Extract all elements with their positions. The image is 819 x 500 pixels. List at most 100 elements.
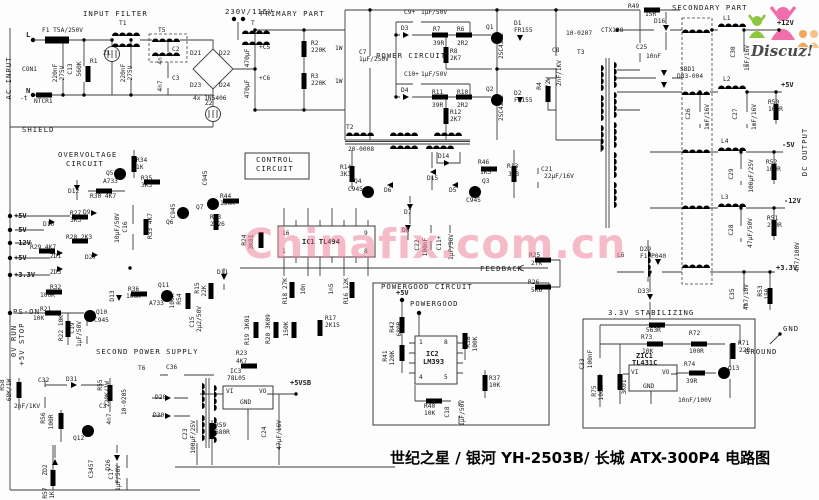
coil-symbol bbox=[214, 385, 217, 411]
schematic-label: Z1 bbox=[103, 50, 111, 57]
ground-symbol bbox=[769, 187, 779, 190]
coil-symbol bbox=[426, 145, 454, 149]
schematic-label: 220nF bbox=[120, 63, 127, 82]
schematic-label: R50 bbox=[768, 99, 779, 106]
capacitor-symbol bbox=[115, 420, 123, 424]
schematic-label: D21 bbox=[190, 50, 201, 57]
capacitor-symbol bbox=[203, 321, 211, 325]
resistor-symbol bbox=[426, 398, 442, 404]
schematic-label: R51 bbox=[767, 215, 778, 222]
schematic-label: 4n7 bbox=[106, 413, 113, 424]
schematic-label: R41 bbox=[382, 350, 389, 361]
section-label: DC OUTPUT bbox=[800, 128, 809, 177]
schematic-label: R54 bbox=[176, 293, 183, 304]
section-label: GROUND bbox=[745, 347, 777, 356]
schematic-label: C945 bbox=[170, 203, 177, 218]
junction-dot bbox=[61, 38, 65, 42]
capacitor-symbol bbox=[666, 404, 670, 412]
schematic-label: IC2 bbox=[426, 350, 439, 358]
capacitor-symbol bbox=[534, 176, 542, 180]
schematic-label: Q13 bbox=[728, 365, 739, 372]
resistor-symbol bbox=[482, 375, 488, 391]
schematic-label: 1mF/16V bbox=[751, 104, 758, 130]
ground-symbol bbox=[646, 407, 656, 410]
schematic-label: L bbox=[26, 31, 30, 39]
schematic-label: +5V bbox=[781, 81, 794, 89]
schematic-label: C8 bbox=[552, 47, 560, 54]
ground-symbol bbox=[268, 263, 278, 266]
coil-symbol bbox=[614, 92, 617, 118]
terminal-circle bbox=[231, 16, 237, 22]
schematic-title: 世纪之星 / 银河 YH-2503B/ 长城 ATX-300P4 电路图 bbox=[390, 449, 771, 467]
junction-dot bbox=[615, 28, 619, 32]
ground-symbol bbox=[695, 131, 705, 134]
schematic-label: 100K bbox=[472, 336, 479, 351]
schematic-label: R38 bbox=[465, 336, 472, 347]
transistor-symbol bbox=[82, 425, 94, 437]
schematic-label: 1W bbox=[335, 78, 343, 85]
schematic-label: C9+ bbox=[404, 9, 415, 16]
schematic-label: 100µF/25V bbox=[190, 420, 197, 454]
schematic-label: 100R bbox=[48, 414, 55, 429]
schematic-label: 470µF bbox=[244, 79, 251, 98]
transistor-symbol bbox=[491, 94, 503, 106]
schematic-label: 3K01 bbox=[621, 379, 628, 394]
schematic-label: 39R bbox=[433, 40, 444, 47]
resistor-symbol bbox=[72, 214, 88, 220]
schematic-label: TL431C bbox=[632, 359, 657, 367]
ground-symbol bbox=[742, 131, 752, 134]
schematic-label: 1µF/50V bbox=[459, 400, 466, 426]
schematic-label: C945 bbox=[466, 197, 481, 204]
schematic-label: +3.3V bbox=[776, 264, 798, 272]
resistor-symbol bbox=[730, 343, 736, 359]
schematic-label: 2R2 bbox=[457, 102, 468, 109]
schematic-label: GND bbox=[240, 399, 251, 406]
schematic-label: D7 bbox=[404, 209, 412, 216]
schematic-label: -t bbox=[20, 95, 28, 102]
schematic-label: R30 4K7 bbox=[90, 193, 116, 200]
schematic-label: C26 bbox=[685, 108, 692, 119]
section-label: 230V/115V bbox=[225, 7, 274, 16]
schematic-label: R14 bbox=[340, 164, 351, 171]
schematic-label: D31 bbox=[66, 376, 77, 383]
z1-varistor bbox=[104, 46, 120, 62]
junction-dot bbox=[742, 28, 746, 32]
section-label: OVERVOLTAGE bbox=[58, 150, 117, 159]
schematic-label: R74 bbox=[684, 361, 695, 368]
schematic-label: +5V bbox=[396, 289, 409, 297]
junction-dot bbox=[394, 95, 398, 99]
schematic-label: 78L05 bbox=[227, 375, 246, 382]
schematic-label: D13 bbox=[109, 290, 116, 301]
schematic-label: R1 bbox=[90, 58, 98, 65]
schematic-label: C11+ bbox=[436, 235, 443, 250]
junction-dot bbox=[495, 67, 499, 71]
ground-symbol bbox=[178, 334, 188, 337]
junction-dot bbox=[778, 332, 782, 336]
junction-dot bbox=[82, 38, 86, 42]
schematic-label: R8 bbox=[450, 48, 458, 55]
schematic-label: 275V bbox=[127, 65, 134, 80]
schematic-label: 10nF bbox=[646, 53, 661, 60]
junction-dot bbox=[444, 33, 448, 37]
resistor-symbol bbox=[273, 322, 279, 338]
schematic-label: R12 bbox=[450, 109, 461, 116]
section-label: 0V RUN bbox=[9, 325, 18, 357]
schematic-label: T bbox=[251, 20, 255, 27]
schematic-label: 3K3 bbox=[340, 171, 351, 178]
resistor-symbol bbox=[301, 41, 307, 57]
schematic-label: R26 bbox=[528, 279, 539, 286]
terminal-circle bbox=[30, 92, 36, 98]
coil-symbol bbox=[718, 85, 746, 89]
schematic-label: 10nF/100V bbox=[678, 397, 712, 404]
ground-symbol bbox=[295, 347, 305, 350]
schematic-label: 10-0207 bbox=[566, 30, 592, 37]
schematic-label: 22R bbox=[739, 347, 750, 354]
transistor-symbol bbox=[718, 367, 730, 379]
schematic-label: ZD2 bbox=[42, 464, 49, 475]
schematic-label: D1 bbox=[514, 20, 522, 27]
schematic-label: R24 bbox=[241, 234, 248, 245]
schematic-label: L2 bbox=[723, 76, 731, 83]
